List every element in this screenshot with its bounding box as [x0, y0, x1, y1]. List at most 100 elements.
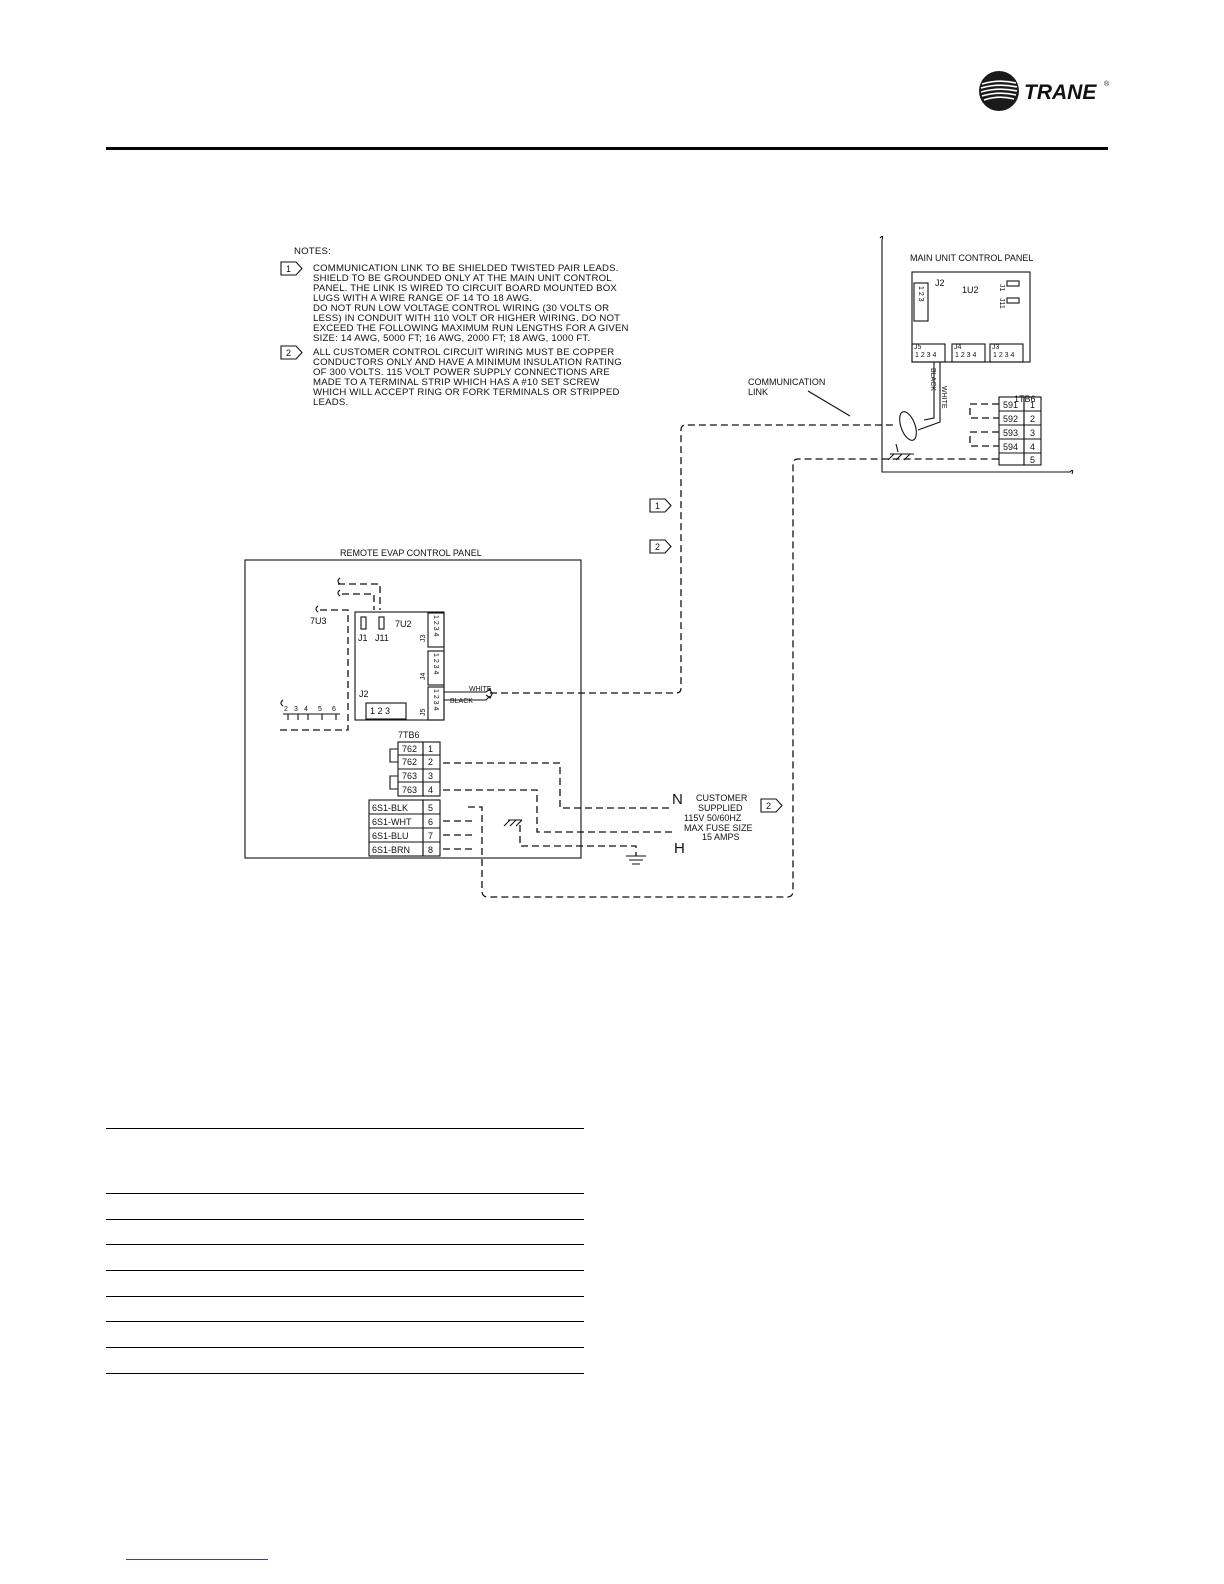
main-tb-label: 1TB6 — [1014, 394, 1036, 404]
board-7u2-label: 7U2 — [395, 619, 412, 629]
note-2-line: OF 300 VOLTS. 115 VOLT POWER SUPPLY CONN… — [313, 367, 610, 378]
note-1-line: PANEL. THE LINK IS WIRED TO CIRCUIT BOAR… — [313, 283, 617, 294]
remote-j11-label: J11 — [375, 633, 389, 643]
note-1-line: LESS) IN CONDUIT WITH 110 VOLT OR HIGHER… — [313, 313, 620, 324]
remote-tb-wire: 763 — [402, 771, 417, 781]
main-wire-black-label: BLACK — [929, 368, 936, 391]
power-line: 115V 50/60HZ — [684, 813, 742, 823]
main-connector-name: J5 — [914, 344, 922, 351]
remote-j1-label: J1 — [358, 633, 368, 643]
main-tb-term: 4 — [1030, 442, 1035, 452]
main-j1-label: J1 — [998, 284, 1005, 292]
remote-connector-j3 — [427, 612, 445, 648]
power-line: 15 AMPS — [702, 832, 740, 842]
remote-tb-term: 8 — [428, 845, 433, 855]
remote-jumper-wire — [342, 593, 375, 610]
remote-connector-pins: 1 2 3 4 — [432, 615, 439, 637]
remote-tb-wire: 762 — [402, 757, 417, 767]
remote-tb-wire: 6S1-BLU — [372, 831, 409, 841]
side-pin: 3 — [294, 706, 298, 713]
note-1-line: LUGS WITH A WIRE RANGE OF 14 TO 18 AWG. — [313, 293, 532, 304]
table-rule — [106, 1321, 584, 1322]
remote-j2-connector — [365, 702, 407, 720]
main-tb-wire: 593 — [1003, 428, 1018, 438]
footer-link-underline[interactable] — [126, 1559, 268, 1560]
main-tb-term: 5 — [1030, 455, 1035, 465]
svg-text:2: 2 — [655, 542, 660, 552]
main-tb-term: 1 — [1030, 400, 1035, 410]
wiring-diagram: NOTES: 1 COMMUNICATION LINK TO BE SHIELD… — [244, 235, 1074, 898]
note-2-line: CONDUCTORS ONLY AND HAVE A MINIMUM INSUL… — [313, 357, 622, 368]
power-line: MAX FUSE SIZE — [684, 823, 753, 833]
white-lead — [444, 688, 493, 699]
remote-tb-label: 7TB6 — [398, 730, 420, 740]
main-tb-term-column — [1023, 396, 1042, 466]
notes-title: NOTES: — [294, 246, 331, 257]
comm-link-label: LINK — [748, 387, 768, 397]
remote-tb-wire: 6S1-WHT — [372, 817, 412, 827]
main-connector-j4 — [951, 343, 986, 363]
main-panel-boundary — [879, 235, 1074, 475]
remote-tb-wire: 6S1-BLK — [372, 803, 408, 813]
communication-link-wire — [490, 424, 893, 694]
note-2-line: WHICH WILL ACCEPT RING OR FORK TERMINALS… — [313, 387, 620, 398]
remote-tb-term: 1 — [428, 744, 433, 754]
brand-wordmark: TRANE — [1024, 81, 1097, 104]
table-rule — [106, 1296, 584, 1297]
main-connector-pins: 1 2 3 4 — [915, 352, 937, 359]
note-1-line: SHIELD TO BE GROUNDED ONLY AT THE MAIN U… — [313, 273, 612, 284]
main-tb-term: 2 — [1030, 414, 1035, 424]
main-tb-wire: 591 — [1003, 400, 1018, 410]
remote-connector-name: J5 — [420, 709, 427, 717]
remote-connector-pins: 1 2 3 4 — [432, 653, 439, 675]
main-wire-white-label: WHITE — [940, 386, 947, 409]
main-connector-j5 — [911, 343, 946, 363]
side-pin-leads — [283, 713, 340, 720]
remote-tb-term: 4 — [428, 785, 433, 795]
note-2-line: ALL CUSTOMER CONTROL CIRCUIT WIRING MUST… — [313, 347, 614, 358]
main-connector-name: J3 — [992, 344, 1000, 351]
remote-connector-name: J4 — [420, 673, 427, 681]
main-tb-wire: 594 — [1003, 442, 1018, 452]
main-j11-label: J11 — [998, 298, 1005, 309]
table-rule — [106, 1193, 584, 1194]
customer-power-supply: N H CUSTOMER SUPPLIED 115V 50/60HZ MAX F… — [672, 791, 783, 857]
remote-tb-term: 3 — [428, 771, 433, 781]
table-rule — [106, 1347, 584, 1348]
board-7u3-label: 7U3 — [310, 616, 327, 626]
remote-tb-wire: 6S1-BRN — [372, 845, 410, 855]
main-connector-pins: 1 2 3 4 — [993, 352, 1015, 359]
remote-tb-term: 5 — [428, 803, 433, 813]
note-2-line: MADE TO A TERMINAL STRIP WHICH HAS A #10… — [313, 377, 600, 388]
mid-tag-2: 2 — [649, 539, 672, 554]
chassis-ground-icon — [887, 443, 914, 461]
remote-j2-label: J2 — [359, 689, 369, 699]
note-1-tag-number: 1 — [286, 264, 291, 274]
main-tb-jumper — [969, 431, 999, 447]
trane-logo: TRANE ® — [979, 71, 1110, 111]
note-1-line: DO NOT RUN LOW VOLTAGE CONTROL WIRING (3… — [313, 303, 609, 314]
note-1-line: COMMUNICATION LINK TO BE SHIELDED TWISTE… — [313, 263, 619, 274]
main-panel-title: MAIN UNIT CONTROL PANEL — [910, 253, 1033, 263]
power-tag — [760, 798, 783, 813]
remote-connector-name: J3 — [420, 635, 427, 643]
remote-evap-panel: REMOTE EVAP CONTROL PANEL 7U2 J1 J11 J2 … — [244, 548, 582, 859]
remote-panel-title: REMOTE EVAP CONTROL PANEL — [340, 548, 482, 558]
svg-text:1: 1 — [655, 501, 660, 511]
white-lead — [917, 362, 941, 431]
break-icon — [315, 605, 319, 613]
note-2-tag: 2 — [280, 345, 303, 360]
power-line: CUSTOMER — [696, 793, 748, 803]
main-j2-connector — [913, 282, 929, 322]
main-tb-jumper — [969, 403, 999, 419]
shield-icon — [899, 411, 917, 441]
remote-j11-jumper — [378, 616, 385, 630]
hot-label: H — [674, 840, 685, 857]
break-icon — [337, 577, 341, 597]
main-j2-label: J2 — [935, 278, 945, 288]
board-7u3-outline — [280, 609, 349, 731]
main-connector-pins: 1 2 3 4 — [955, 352, 977, 359]
note-2-tag-number: 2 — [286, 348, 291, 358]
note-1-line: EXCEED THE FOLLOWING MAXIMUM RUN LENGTHS… — [313, 323, 629, 334]
main-tb-term: 3 — [1030, 428, 1035, 438]
